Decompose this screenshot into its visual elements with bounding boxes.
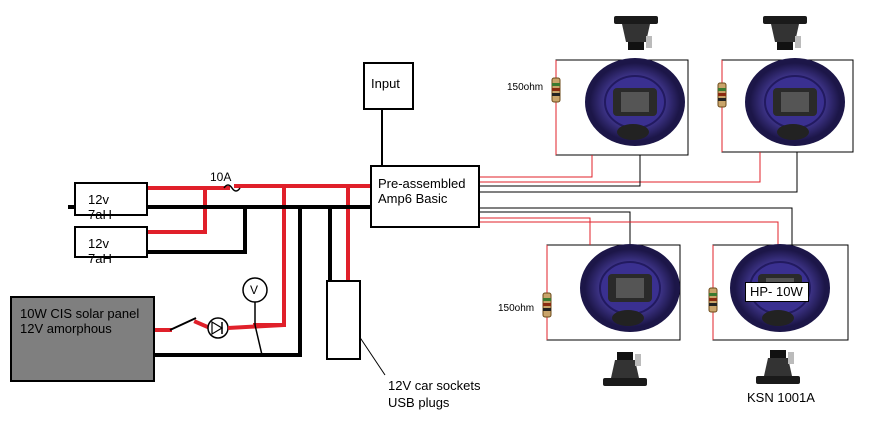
battery-1: 12v 7aH bbox=[74, 182, 148, 222]
speaker-wiring bbox=[480, 59, 854, 341]
resistor-top-right bbox=[717, 82, 727, 108]
solar-label-line1: 10W CIS solar panel bbox=[20, 306, 140, 321]
tweeter-bottom-left bbox=[603, 352, 647, 386]
sockets-label-line1: 12V car sockets bbox=[388, 378, 481, 393]
resistor-bottom-label: 150ohm bbox=[498, 303, 535, 314]
resistor-bottom-left bbox=[542, 292, 552, 318]
tweeter-bottom-right bbox=[756, 350, 800, 384]
tweeter-model-label: KSN 1001A bbox=[747, 390, 815, 405]
resistor-top-left bbox=[551, 77, 561, 103]
hp-label-box: HP- 10W bbox=[745, 282, 809, 302]
speaker-bottom-left bbox=[579, 243, 681, 333]
power-wiring bbox=[68, 184, 372, 357]
amplifier-label-line2: Amp6 Basic bbox=[378, 191, 448, 206]
solar-panel: 10W CIS solar panel 12V amorphous bbox=[10, 296, 155, 382]
voltmeter-icon bbox=[242, 277, 268, 303]
amplifier-box: Pre-assembled Amp6 Basic bbox=[370, 165, 480, 228]
input-box: Input bbox=[363, 62, 414, 110]
switch bbox=[169, 317, 197, 331]
tweeter-top-right bbox=[763, 16, 807, 50]
diode-icon bbox=[207, 317, 229, 339]
speaker-top-right bbox=[744, 57, 846, 147]
sockets-label-line2: USB plugs bbox=[388, 395, 450, 410]
input-label: Input bbox=[371, 76, 400, 91]
resistor-top-label: 150ohm bbox=[507, 82, 544, 93]
battery-1-label: 12v 7aH bbox=[88, 192, 112, 222]
car-sockets-box bbox=[326, 280, 361, 360]
solar-label-line2: 12V amorphous bbox=[20, 321, 112, 336]
fuse-icon bbox=[223, 184, 241, 192]
resistor-bottom-right bbox=[708, 287, 718, 313]
amplifier-label-line1: Pre-assembled bbox=[378, 176, 466, 191]
tweeter-top-left bbox=[614, 16, 658, 50]
fuse-label: 10A bbox=[210, 170, 232, 184]
battery-2-label: 12v 7aH bbox=[88, 236, 112, 266]
voltmeter-label: V bbox=[250, 283, 259, 297]
speaker-top-left bbox=[584, 57, 686, 147]
hp-label: HP- 10W bbox=[750, 284, 803, 299]
battery-2: 12v 7aH bbox=[74, 226, 148, 266]
